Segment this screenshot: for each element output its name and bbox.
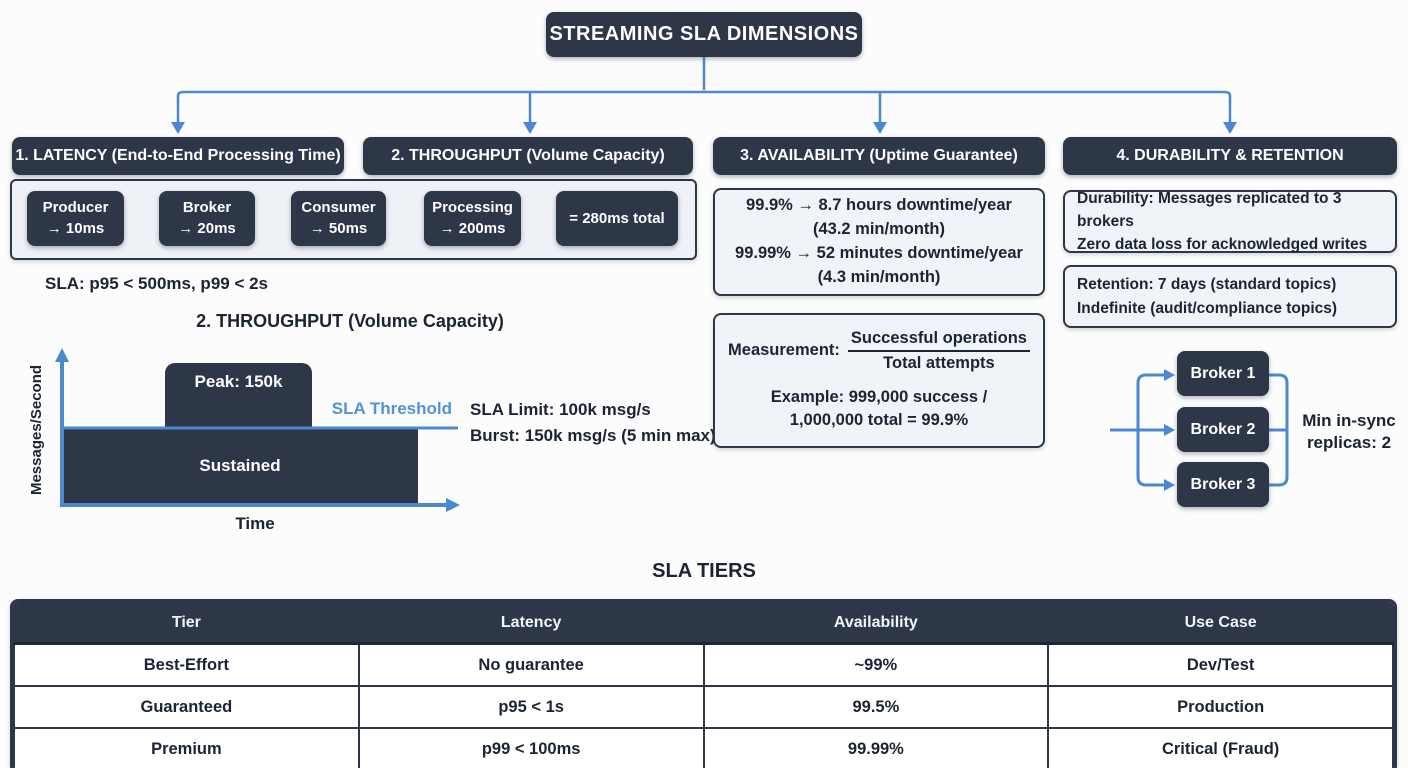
- measurement-fraction: Successful operations Total attempts: [847, 329, 1030, 373]
- downtime-line: (4.3 min/month): [817, 267, 941, 286]
- replicas-line: Min in-sync: [1302, 411, 1396, 430]
- broker-node-2: Broker 2: [1177, 407, 1269, 452]
- step-time: → 20ms: [178, 219, 236, 237]
- table-header-row: Tier Latency Availability Use Case: [13, 602, 1394, 645]
- chart-x-axis-label: Time: [235, 514, 275, 533]
- cell-availability: ~99%: [702, 642, 1050, 687]
- step-name: Consumer: [301, 199, 376, 217]
- tiers-table: Tier Latency Availability Use Case Best-…: [10, 599, 1397, 768]
- col-header-usecase: Use Case: [1047, 602, 1394, 645]
- section-header-durability: 4. DURABILITY & RETENTION: [1063, 137, 1397, 175]
- min-insync-replicas-label: Min in-sync replicas: 2: [1291, 410, 1407, 454]
- availability-downtime-box: 99.9% → 8.7 hours downtime/year (43.2 mi…: [713, 188, 1045, 296]
- example-line: Example: 999,000 success /: [770, 387, 988, 406]
- cell-usecase: Production: [1047, 685, 1394, 729]
- col-header-tier: Tier: [13, 602, 360, 645]
- broker-node-1: Broker 1: [1177, 351, 1269, 396]
- pipeline-step-processing: Processing → 200ms: [424, 191, 521, 246]
- step-name: Processing: [432, 199, 513, 217]
- chart-threshold-label: SLA Threshold: [331, 399, 452, 418]
- cell-usecase: Dev/Test: [1047, 642, 1394, 687]
- tree-arrowheads: [171, 122, 1237, 134]
- durability-line: Durability: Messages replicated to 3 bro…: [1077, 189, 1342, 230]
- diagram-title: STREAMING SLA DIMENSIONS: [546, 12, 862, 57]
- latency-sla-note: SLA: p95 < 500ms, p99 < 2s: [45, 274, 269, 293]
- retention-line: Retention: 7 days (standard topics): [1077, 276, 1337, 294]
- table-row: Guaranteed p95 < 1s 99.5% Production: [13, 685, 1394, 729]
- cell-latency: p99 < 100ms: [357, 727, 705, 768]
- cell-tier: Guaranteed: [13, 685, 360, 729]
- pipeline-step-producer: Producer → 10ms: [27, 191, 124, 246]
- table-row: Premium p99 < 100ms 99.99% Critical (Fra…: [13, 727, 1394, 768]
- cell-usecase: Critical (Fraud): [1047, 727, 1394, 768]
- table-row: Best-Effort No guarantee ~99% Dev/Test: [13, 642, 1394, 687]
- retention-box: Retention: 7 days (standard topics) Inde…: [1063, 265, 1397, 328]
- pipeline-total: = 280ms total: [556, 191, 678, 246]
- fraction-denominator: Total attempts: [883, 353, 995, 372]
- chart-y-axis-label: Messages/Second: [28, 364, 45, 496]
- cell-availability: 99.5%: [702, 685, 1050, 729]
- col-header-latency: Latency: [357, 602, 705, 645]
- durability-box: Durability: Messages replicated to 3 bro…: [1063, 190, 1397, 253]
- step-name: Broker: [182, 199, 232, 217]
- sla-limit-line: SLA Limit: 100k msg/s: [470, 400, 651, 419]
- availability-measurement-box: Measurement: Successful operations Total…: [713, 313, 1045, 448]
- step-time: → 50ms: [309, 219, 368, 237]
- broker-arrowheads: [1164, 369, 1175, 491]
- measurement-example: Example: 999,000 success / 1,000,000 tot…: [771, 386, 987, 432]
- chart-peak-area: Peak: 150k: [165, 363, 312, 429]
- pipeline-step-broker: Broker → 20ms: [159, 191, 255, 246]
- col-header-availability: Availability: [702, 602, 1050, 645]
- throughput-subtitle: 2. THROUGHPUT (Volume Capacity): [196, 311, 504, 331]
- throughput-limit-note: SLA Limit: 100k msg/s Burst: 150k msg/s …: [470, 397, 716, 450]
- cell-tier: Best-Effort: [13, 642, 360, 687]
- broker-node-3: Broker 3: [1177, 462, 1269, 507]
- durability-line: Zero data loss for acknowledged writes: [1077, 236, 1368, 254]
- measurement-label: Measurement:: [728, 341, 840, 360]
- cell-tier: Premium: [13, 727, 360, 768]
- step-time: → 200ms: [439, 219, 506, 237]
- step-name: Producer: [42, 199, 109, 217]
- step-time: → 10ms: [46, 219, 105, 237]
- tiers-table-title: SLA TIERS: [652, 560, 756, 582]
- pipeline-step-consumer: Consumer → 50ms: [291, 191, 386, 246]
- downtime-line: (43.2 min/month): [812, 220, 945, 239]
- section-header-latency: 1. LATENCY (End-to-End Processing Time): [12, 137, 344, 175]
- tree-connector: [176, 57, 1232, 124]
- burst-limit-line: Burst: 150k msg/s (5 min max): [470, 426, 716, 446]
- retention-line: Indefinite (audit/compliance topics): [1077, 299, 1338, 317]
- section-header-throughput: 2. THROUGHPUT (Volume Capacity): [363, 137, 693, 175]
- fraction-numerator: Successful operations: [847, 329, 1030, 352]
- cell-latency: No guarantee: [357, 642, 705, 687]
- cell-latency: p95 < 1s: [357, 685, 705, 729]
- chart-sustained-area: Sustained: [62, 428, 418, 504]
- example-line: 1,000,000 total = 99.9%: [789, 411, 969, 429]
- downtime-line: 99.99% → 52 minutes downtime/year: [735, 244, 1023, 262]
- section-header-availability: 3. AVAILABILITY (Uptime Guarantee): [713, 137, 1045, 175]
- cell-availability: 99.99%: [702, 727, 1050, 768]
- replicas-line: replicas: 2: [1306, 433, 1392, 453]
- downtime-line: 99.9% → 8.7 hours downtime/year: [746, 196, 1012, 215]
- measurement-formula: Measurement: Successful operations Total…: [728, 329, 1030, 373]
